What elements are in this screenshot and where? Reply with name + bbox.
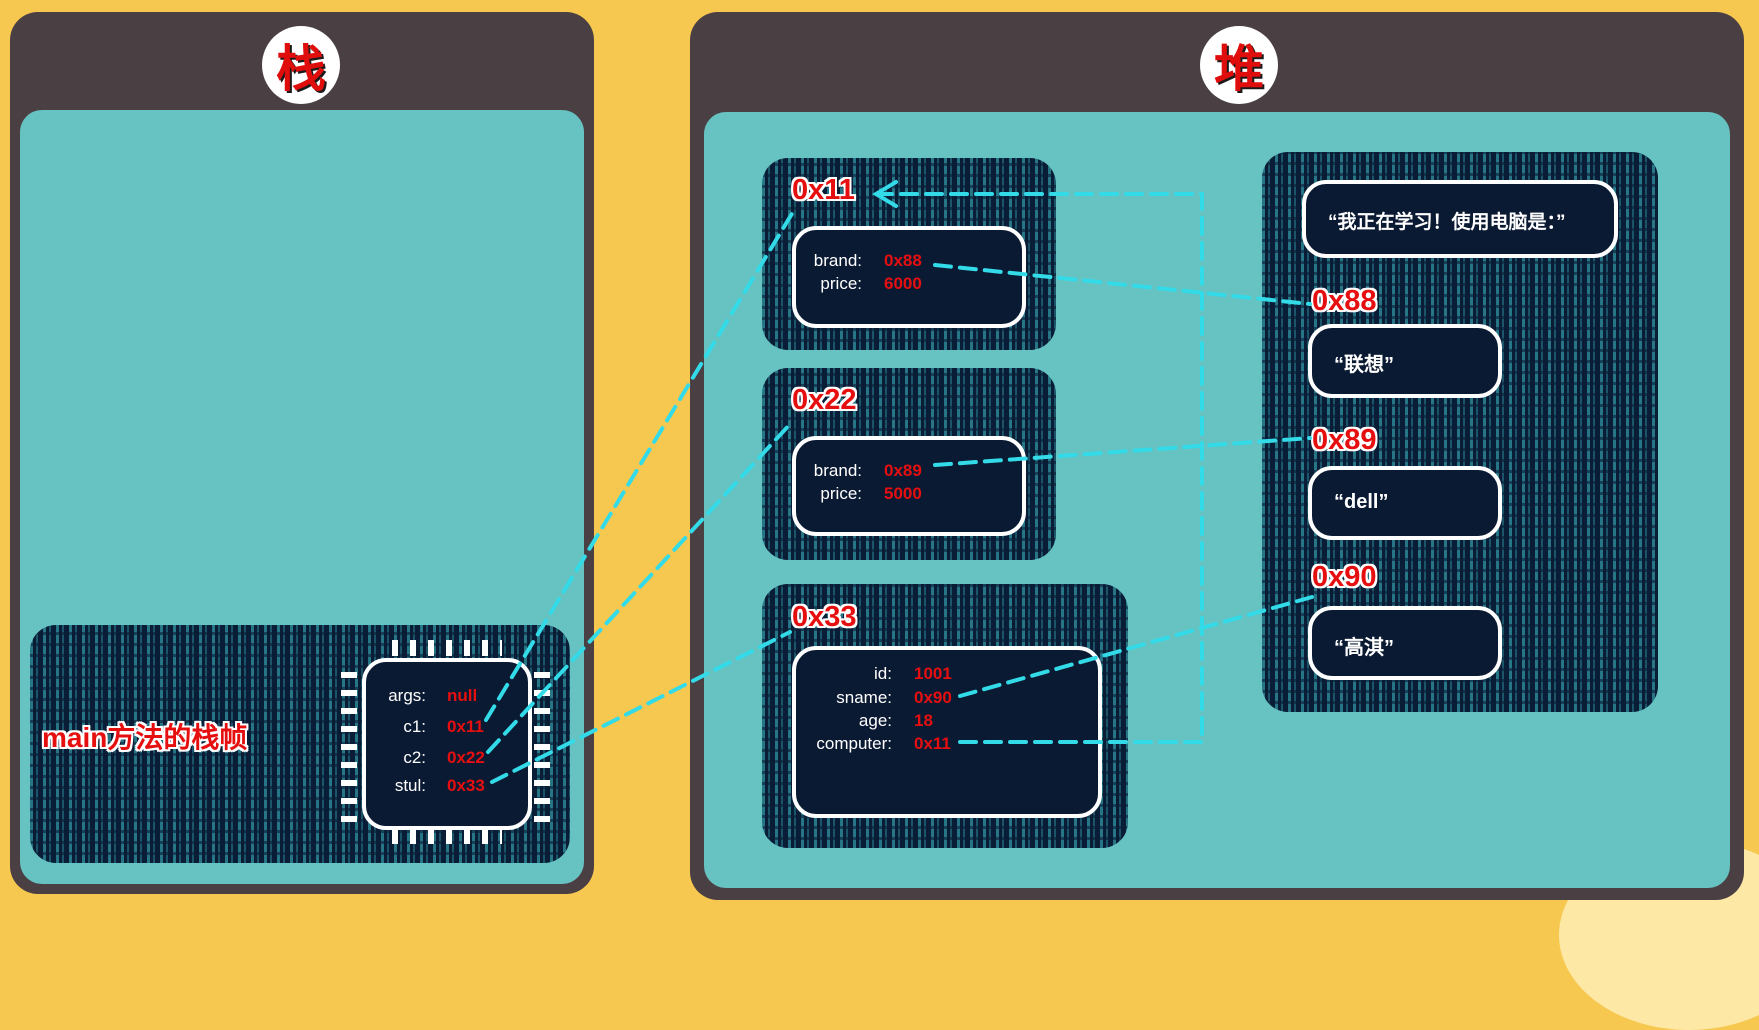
field-value-price: 6000 — [884, 274, 922, 293]
chip-pins-top — [392, 640, 502, 656]
field-label-sname: sname: — [836, 688, 892, 707]
field-label-price: price: — [820, 274, 862, 293]
string-address-0x90: 0x90 — [1312, 561, 1377, 593]
var-value-args: null — [447, 686, 478, 705]
var-value-stul: 0x33 — [447, 776, 485, 795]
stack-frame-label: main方法的栈帧 — [42, 722, 248, 753]
string-box-0x88 — [1308, 324, 1502, 398]
field-label-brand: brand: — [813, 461, 862, 480]
stack-title: 栈 — [262, 26, 340, 104]
heap-title: 堆 — [1200, 26, 1278, 104]
object-address-0x11: 0x11 — [792, 174, 855, 206]
var-label-c1: c1: — [403, 717, 426, 736]
string-value-0x90: “高淇” — [1334, 637, 1394, 659]
field-label-id: id: — [874, 664, 892, 683]
string-address-0x89: 0x89 — [1312, 424, 1377, 456]
var-label-stul: stul: — [394, 776, 426, 795]
field-value-computer: 0x11 — [914, 734, 951, 753]
object-address-0x33: 0x33 — [792, 601, 857, 633]
string-value-0x88: “联想” — [1334, 354, 1394, 376]
string-box-0x90 — [1308, 606, 1502, 680]
string-literal-box — [1302, 180, 1618, 258]
string-literal: “我正在学习！使用电脑是：” — [1328, 212, 1566, 233]
field-label-price: price: — [820, 484, 862, 503]
field-value-sname: 0x90 — [914, 688, 952, 707]
string-value-0x89: “dell” — [1334, 491, 1389, 513]
chip-pins-right — [534, 672, 550, 822]
field-value-id: 1001 — [914, 664, 952, 683]
field-value-brand: 0x88 — [884, 251, 922, 270]
field-value-age: 18 — [914, 711, 933, 730]
field-value-price: 5000 — [884, 484, 922, 503]
field-label-computer: computer: — [816, 734, 892, 753]
var-value-c1: 0x11 — [447, 717, 484, 736]
stack-variables-box — [362, 658, 532, 830]
field-value-brand: 0x89 — [884, 461, 922, 480]
chip-pins-bottom — [392, 828, 502, 844]
chip-pins-left — [341, 672, 357, 822]
field-label-age: age: — [858, 711, 892, 730]
string-address-0x88: 0x88 — [1312, 285, 1377, 317]
var-label-c2: c2: — [403, 748, 426, 767]
object-address-0x22: 0x22 — [792, 384, 857, 416]
string-box-0x89 — [1308, 466, 1502, 540]
var-value-c2: 0x22 — [447, 748, 485, 767]
var-label-args: args: — [388, 686, 426, 705]
field-label-brand: brand: — [813, 251, 862, 270]
